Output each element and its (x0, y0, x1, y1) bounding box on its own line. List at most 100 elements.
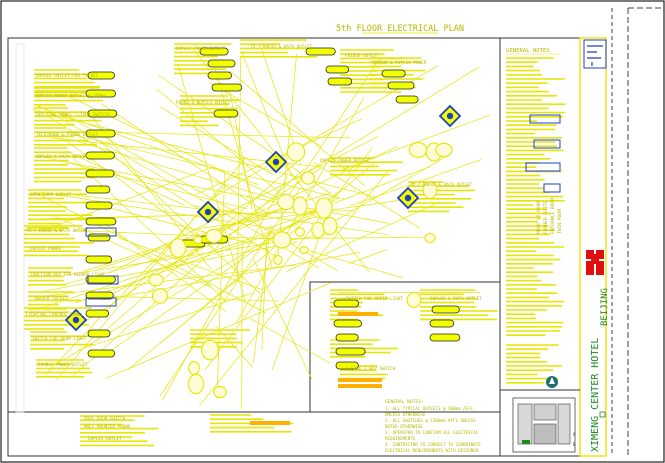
leader-line (161, 176, 288, 401)
fixture-symbol (188, 361, 200, 375)
general-notes-title: GENERAL NOTES (506, 48, 550, 54)
callout-right: TV / RADIO & DATA OUTLET (410, 182, 472, 188)
callout-top: TV / RADIO & DATA OUTLET (250, 44, 312, 50)
callout-left: SHAVER SOCKET (34, 296, 68, 302)
callout-top: PHONE & DUPLEX OUTLET (176, 100, 231, 106)
leader-line (293, 66, 480, 181)
room-type: MOCK UP ROOM (536, 201, 542, 234)
callout-top: FRIDGE OUTLET (345, 53, 379, 59)
callout-left: LIGHTING CONTROL PANEL (26, 312, 83, 318)
callout-tag (333, 319, 362, 328)
fixture-symbol (295, 226, 305, 238)
callout-tag (335, 347, 366, 356)
leader-line (95, 217, 226, 312)
bottom-callouts: POOL DOOR SWITCH WALL MOUNTED PHONE DUPL… (84, 296, 403, 442)
leader-line (240, 51, 293, 177)
red-stamp (586, 250, 604, 275)
callout-left: DUPLEX OUTLET FOR TV SET (36, 73, 98, 79)
callout-tag (85, 297, 117, 307)
fixture-symbol (286, 142, 306, 162)
callout-tag (85, 89, 116, 98)
leader-line (330, 154, 449, 224)
fixture-symbol (424, 233, 436, 243)
leader-line (261, 240, 267, 350)
leader-line (46, 156, 248, 210)
leader-line (55, 215, 211, 288)
leader-line (35, 264, 297, 298)
leader-line (199, 171, 388, 406)
hotel-name: XIMENG CENTER HOTEL (590, 338, 601, 452)
leader-line (194, 205, 389, 236)
fixture-symbol (213, 385, 227, 399)
fixture-symbol (322, 216, 338, 236)
hotel-city: BEIJING (600, 288, 610, 326)
fixture-symbol (273, 255, 283, 265)
leader-line (104, 190, 341, 356)
leader-line (43, 113, 280, 260)
callout-tag (85, 129, 116, 138)
fixture-symbol (311, 221, 325, 239)
callout-left: TV / RADIO & DATA OUTLET (26, 228, 88, 234)
leader-line (159, 188, 301, 397)
callout-bottom: WALL MOUNTED PHONE (84, 424, 131, 430)
fixture-symbol (187, 373, 205, 395)
logo-block (583, 39, 607, 69)
leader-line (75, 224, 298, 304)
leader-line (32, 214, 225, 220)
callout-bottom: 2 GANG 1 WAY SWITCH (346, 366, 396, 372)
callout-right: DUPLEX & DATA OUTLET (430, 296, 482, 302)
right-callouts: MIRROR & DUPLEX POWER DUPLEX POWER OUTLE… (320, 60, 482, 302)
leader-line (213, 62, 273, 267)
leader-line (56, 156, 247, 380)
legend-blue-boxes (525, 114, 561, 193)
callout-tags (85, 47, 461, 370)
callout-tag (85, 185, 111, 194)
callout-tag (335, 361, 359, 370)
leader-line (349, 248, 388, 264)
callout-tag (85, 291, 114, 300)
fixture-symbol (408, 142, 428, 158)
plan-title: 5th FLOOR ELECTRICAL PLAN (336, 24, 464, 34)
fixture-symbol (301, 171, 315, 185)
leader-line (37, 105, 259, 185)
leader-line (47, 166, 214, 230)
bottom-note-line: 1. ALL TYPICAL OUTLETS @ 300mm AFFL (385, 406, 474, 411)
leader-line (285, 201, 441, 273)
fixture-symbol (406, 292, 422, 308)
callout-left: DESK LAMP OUTLET (30, 192, 72, 198)
leader-line (237, 55, 242, 278)
callout-left: DUPLEX POWER (30, 246, 61, 252)
leader-line (102, 251, 361, 301)
leader-line (73, 158, 228, 303)
bottom-note-line: REQUIREMENTS (385, 436, 416, 441)
callout-left: DOUBLE POWER OUTLET (38, 362, 88, 368)
callout-right: MIRROR & DUPLEX POWER (372, 60, 427, 66)
callout-tag (87, 329, 111, 338)
callout-left: TELEPHONE & POWER OUTLET (36, 132, 98, 138)
room-type: ENTRANCE ROOM (550, 198, 556, 234)
leader-line (58, 110, 338, 272)
fixture-symbol (299, 246, 309, 254)
fixture-symbol (148, 273, 164, 287)
stamp-b: B (573, 442, 576, 447)
leader-line (100, 141, 261, 295)
callout-left: DUPLEX POWER OUTLET @ 300mm (36, 93, 106, 99)
callout-right: DUPLEX POWER OUTLET (320, 158, 370, 164)
title-block (579, 37, 607, 457)
bottom-note-line: ELECTRICAL REQUIREMENTS WITH DESIGNER (385, 448, 479, 453)
north-arrow-icon (546, 376, 558, 388)
callout-tag (87, 233, 111, 242)
leader-line (308, 250, 403, 279)
callout-tag (85, 309, 109, 318)
fixture-symbol (201, 339, 219, 361)
leader-line (78, 292, 253, 351)
fixture-symbol (169, 238, 187, 258)
callout-tag (87, 109, 118, 118)
callout-left: BED SIDE PANEL (LIGHT SWITCH) (36, 112, 111, 118)
callout-tag (333, 299, 360, 308)
room-type: TWIN ROOM (557, 209, 563, 234)
callout-tag (87, 275, 119, 285)
fixture-symbol (422, 181, 438, 199)
leader-line (65, 150, 186, 206)
